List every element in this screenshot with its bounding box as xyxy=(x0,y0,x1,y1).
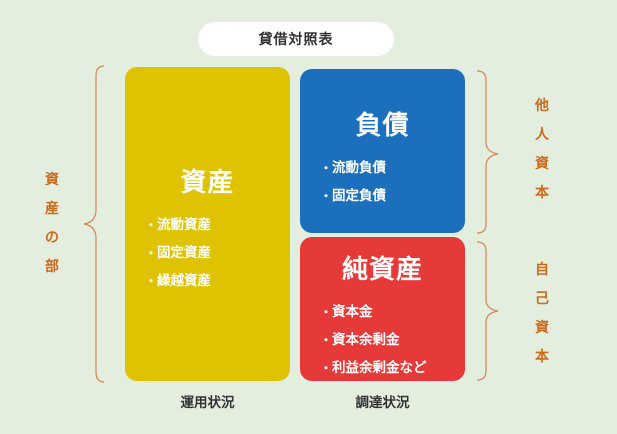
bullet-icon: ・ xyxy=(320,333,333,347)
assets-list: ・流動資産 ・固定資産 ・繰越資産 xyxy=(145,211,290,295)
funding-status-label: 調達状況 xyxy=(355,395,410,411)
label-char: 人 xyxy=(535,127,549,143)
list-item-label: 資本余剰金 xyxy=(332,332,400,348)
label-char: 産 xyxy=(45,201,59,217)
label-char: 資 xyxy=(45,172,59,188)
list-item: ・資本金 xyxy=(320,298,465,326)
list-item-label: 繰越資産 xyxy=(157,273,211,289)
list-item: ・資本余剰金 xyxy=(320,326,465,354)
bullet-icon: ・ xyxy=(320,161,333,175)
left-bracket xyxy=(83,65,105,383)
liabilities-box: 負債 ・流動負債 ・固定負債 xyxy=(300,69,465,233)
list-item: ・固定資産 xyxy=(145,239,290,267)
label-char: 本 xyxy=(535,185,549,201)
label-char: 自 xyxy=(535,262,549,278)
own-capital-label: 自 己 資 本 xyxy=(532,256,552,372)
assets-box: 資産 ・流動資産 ・固定資産 ・繰越資産 xyxy=(125,67,290,381)
right-top-bracket xyxy=(476,70,499,234)
liabilities-heading: 負債 xyxy=(355,111,410,141)
net-assets-box: 純資産 ・資本金 ・資本余剰金 ・利益余剰金など xyxy=(300,237,465,381)
right-bottom-bracket xyxy=(476,241,499,381)
label-char: 他 xyxy=(535,98,549,114)
net-assets-list: ・資本金 ・資本余剰金 ・利益余剰金など xyxy=(320,298,465,382)
list-item: ・繰越資産 xyxy=(145,267,290,295)
assets-section-label: 資 産 の 部 xyxy=(42,166,62,282)
list-item: ・利益余剰金など xyxy=(320,354,465,382)
list-item-label: 資本金 xyxy=(332,304,373,320)
list-item: ・流動資産 xyxy=(145,211,290,239)
bullet-icon: ・ xyxy=(145,218,158,232)
list-item-label: 利益余剰金など xyxy=(332,360,427,376)
label-char: 己 xyxy=(535,291,549,307)
label-char: の xyxy=(45,230,59,246)
bullet-icon: ・ xyxy=(320,305,333,319)
operation-status-label: 運用状況 xyxy=(180,395,235,411)
label-char: 部 xyxy=(45,259,59,275)
list-item-label: 固定資産 xyxy=(157,245,211,261)
net-assets-heading: 純資産 xyxy=(341,255,423,285)
bullet-icon: ・ xyxy=(320,189,333,203)
others-capital-label: 他 人 資 本 xyxy=(532,92,552,208)
bullet-icon: ・ xyxy=(145,246,158,260)
assets-heading: 資産 xyxy=(180,168,235,198)
liabilities-list: ・流動負債 ・固定負債 xyxy=(320,154,465,210)
list-item: ・流動負債 xyxy=(320,154,465,182)
page-title: 貸借対照表 xyxy=(198,22,394,56)
label-char: 資 xyxy=(535,320,549,336)
list-item-label: 固定負債 xyxy=(332,188,386,204)
list-item: ・固定負債 xyxy=(320,182,465,210)
label-char: 資 xyxy=(535,156,549,172)
bullet-icon: ・ xyxy=(320,361,333,375)
list-item-label: 流動資産 xyxy=(157,217,211,233)
bullet-icon: ・ xyxy=(145,274,158,288)
list-item-label: 流動負債 xyxy=(332,160,386,176)
label-char: 本 xyxy=(535,349,549,365)
